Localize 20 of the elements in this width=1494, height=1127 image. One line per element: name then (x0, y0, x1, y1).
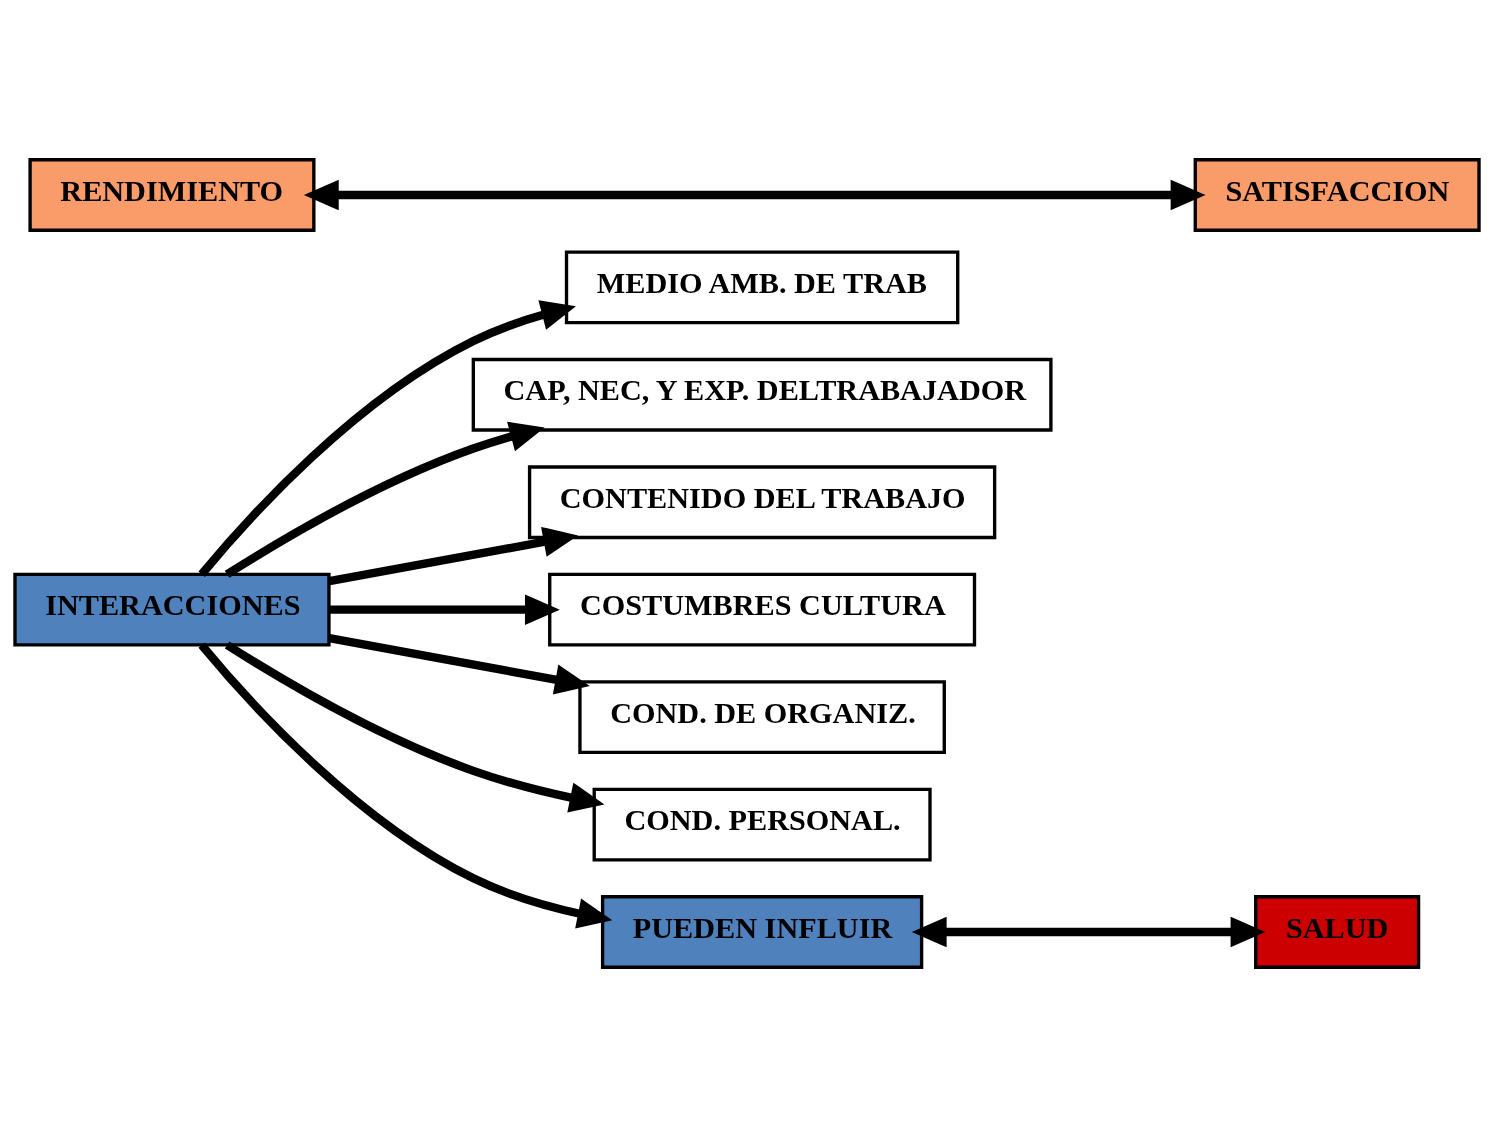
node-box: SALUD (1254, 895, 1421, 969)
arrow (328, 526, 579, 586)
arrow (198, 300, 576, 577)
arrow (328, 634, 590, 695)
arrow (198, 642, 613, 929)
node-box: MEDIO AMB. DE TRAB (564, 250, 960, 325)
arrow (911, 916, 1266, 948)
arrow (224, 641, 605, 813)
arrow (224, 421, 545, 578)
node-box: CAP, NEC, Y EXP. DELTRABAJADOR (471, 357, 1053, 432)
node-box: RENDIMIENTO (28, 158, 316, 232)
node-box: INTERACCIONES (13, 572, 331, 647)
arrow (329, 594, 560, 625)
node-box: PUEDEN INFLUIR (600, 895, 924, 969)
node-box: COND. DE ORGANIZ. (578, 680, 946, 755)
arrow (303, 179, 1206, 211)
node-box: COSTUMBRES CULTURA (548, 572, 977, 647)
node-box: CONTENIDO DEL TRABAJO (527, 465, 997, 540)
node-box: COND. PERSONAL. (592, 787, 932, 862)
node-box: SATISFACCION (1193, 158, 1481, 232)
